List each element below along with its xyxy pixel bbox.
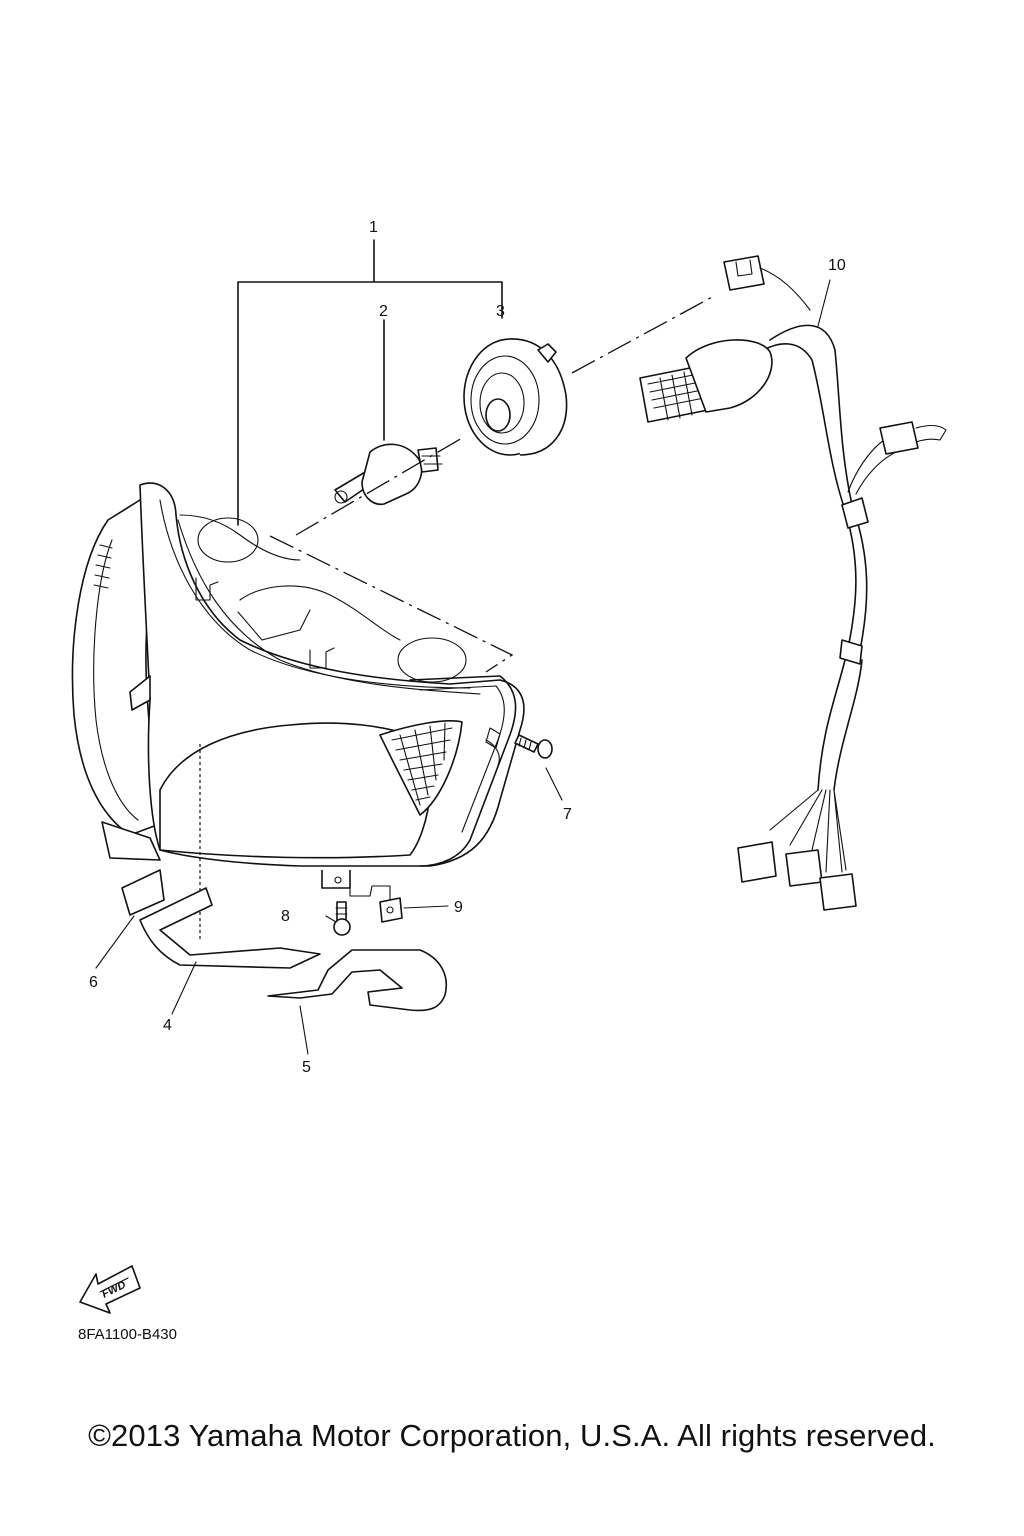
copyright-notice: ©2013 Yamaha Motor Corporation, U.S.A. A… [88, 1418, 936, 1453]
headlight-bulb [334, 443, 443, 506]
plate-4 [139, 887, 321, 969]
callout-9: 9 [454, 899, 463, 916]
diagram-code: 8FA1100-B430 [78, 1326, 177, 1343]
callout-7: 7 [563, 806, 572, 823]
callout-4: 4 [163, 1017, 172, 1034]
callout-8: 8 [281, 908, 290, 925]
callout-3: 3 [496, 303, 505, 320]
clip-nut-9 [379, 897, 403, 923]
callout-5: 5 [302, 1059, 311, 1076]
screw-8 [333, 901, 351, 936]
callout-1: 1 [369, 219, 378, 236]
plate-5 [267, 949, 447, 1012]
callout-6: 6 [89, 974, 98, 991]
headlight-housing [71, 482, 525, 940]
callout-2: 2 [379, 303, 388, 320]
fwd-arrow-icon: FWD [79, 1265, 141, 1314]
callout-10: 10 [828, 257, 846, 274]
screw-7 [514, 734, 553, 759]
plate-6 [121, 869, 165, 916]
wire-harness [639, 255, 947, 911]
callout-1-bracket [237, 239, 503, 526]
socket-cover [463, 338, 568, 456]
